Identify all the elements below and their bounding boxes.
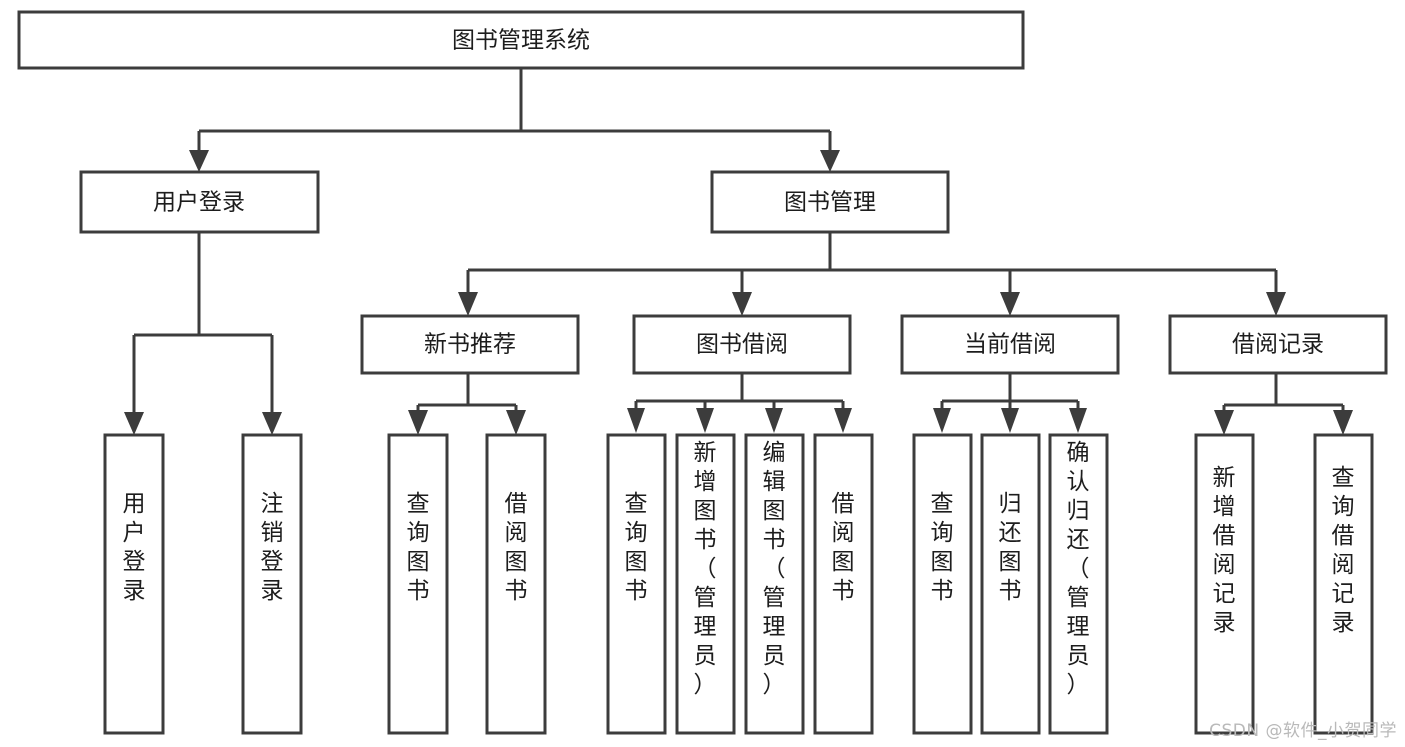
node-book-borrow-box[interactable] <box>632 314 852 375</box>
leaf-current-borrow-2-box[interactable] <box>980 433 1041 735</box>
arrow-borrow-l4 <box>834 408 852 433</box>
leaf-new-book-2-label: 借阅图书 <box>505 491 528 604</box>
leaf-borrow-record-2[interactable]: 查询借阅记录 <box>1313 433 1374 735</box>
leaf-new-book-1-box[interactable] <box>387 433 449 735</box>
node-borrow-record-box[interactable] <box>1168 314 1388 375</box>
leaf-user-login-2-box[interactable] <box>241 433 303 735</box>
arrow-book-mgmt-c1 <box>458 292 478 316</box>
arrow-record-l1 <box>1214 410 1234 435</box>
leaf-book-borrow-2[interactable]: 新增图书（管理员） <box>675 433 736 735</box>
leaf-new-book-2[interactable]: 借阅图书 <box>485 433 547 735</box>
arrow-current-l1 <box>933 408 951 433</box>
leaf-current-borrow-1-label: 查询图书 <box>931 491 954 604</box>
arrow-new-book-l2 <box>506 410 526 435</box>
leaf-book-borrow-3-label: 编辑图书（管理员） <box>763 440 786 698</box>
leaf-new-book-1-label: 查询图书 <box>407 491 430 604</box>
node-borrow-record-label: 借阅记录 <box>1232 332 1324 358</box>
node-user-login[interactable]: 用户登录 <box>79 170 320 234</box>
node-current-borrow-box[interactable] <box>900 314 1120 375</box>
node-root-label: 图书管理系统 <box>452 28 590 54</box>
leaf-borrow-record-1-box[interactable] <box>1194 433 1255 735</box>
node-new-book-recommend-label: 新书推荐 <box>424 332 516 358</box>
arrow-book-mgmt-c4 <box>1266 292 1286 316</box>
leaf-book-borrow-1-box[interactable] <box>606 433 667 735</box>
leaf-current-borrow-1[interactable]: 查询图书 <box>912 433 973 735</box>
node-current-borrow[interactable]: 当前借阅 <box>900 314 1120 375</box>
leaf-book-borrow-3[interactable]: 编辑图书（管理员） <box>744 433 805 735</box>
leaf-current-borrow-3-label: 确认归还（管理员） <box>1067 440 1090 698</box>
leaf-new-book-2-box[interactable] <box>485 433 547 735</box>
node-book-borrow-label: 图书借阅 <box>696 332 788 358</box>
leaf-book-borrow-3-box[interactable] <box>744 433 805 735</box>
node-user-login-label: 用户登录 <box>153 190 245 216</box>
node-root[interactable]: 图书管理系统 <box>17 10 1025 70</box>
node-borrow-record[interactable]: 借阅记录 <box>1168 314 1388 375</box>
leaf-user-login-2[interactable]: 注销登录 <box>241 433 303 735</box>
arrow-root-to-book-mgmt <box>820 150 840 172</box>
leaf-current-borrow-3[interactable]: 确认归还（管理员） <box>1048 433 1109 735</box>
node-book-management[interactable]: 图书管理 <box>710 170 950 234</box>
arrow-borrow-l2 <box>696 408 714 433</box>
arrow-root-to-user-login <box>189 150 209 172</box>
leaf-current-borrow-2[interactable]: 归还图书 <box>980 433 1041 735</box>
arrow-record-l2 <box>1333 410 1353 435</box>
leaf-new-book-1[interactable]: 查询图书 <box>387 433 449 735</box>
connector-layer <box>124 68 1353 435</box>
node-user-login-box[interactable] <box>79 170 320 234</box>
arrow-book-mgmt-c3 <box>1000 292 1020 316</box>
node-book-management-label: 图书管理 <box>784 190 876 216</box>
node-new-book-recommend-box[interactable] <box>360 314 580 375</box>
node-root-box[interactable] <box>17 10 1025 70</box>
arrow-new-book-l1 <box>408 410 428 435</box>
leaf-book-borrow-2-box[interactable] <box>675 433 736 735</box>
csdn-watermark: CSDN @软件_小贺同学 <box>1209 721 1397 741</box>
leaf-borrow-record-1[interactable]: 新增借阅记录 <box>1194 433 1255 735</box>
leaf-book-borrow-2-label: 新增图书（管理员） <box>694 440 717 698</box>
leaf-current-borrow-3-box[interactable] <box>1048 433 1109 735</box>
node-current-borrow-label: 当前借阅 <box>964 332 1056 358</box>
leaf-user-login-1[interactable]: 用户登录 <box>103 433 165 735</box>
leaf-book-borrow-4-box[interactable] <box>813 433 874 735</box>
leaf-user-login-1-box[interactable] <box>103 433 165 735</box>
arrow-borrow-l3 <box>765 408 783 433</box>
leaf-current-borrow-2-label: 归还图书 <box>999 491 1022 604</box>
leaf-borrow-record-2-label: 查询借阅记录 <box>1332 465 1355 636</box>
leaf-borrow-record-2-box[interactable] <box>1313 433 1374 735</box>
node-book-management-box[interactable] <box>710 170 950 234</box>
leaf-borrow-record-1-label: 新增借阅记录 <box>1213 465 1236 636</box>
leaf-user-login-2-label: 注销登录 <box>261 491 284 604</box>
node-new-book-recommend[interactable]: 新书推荐 <box>360 314 580 375</box>
arrow-current-l2 <box>1001 408 1019 433</box>
leaf-current-borrow-1-box[interactable] <box>912 433 973 735</box>
arrow-user-login-l1 <box>124 412 144 435</box>
arrow-book-mgmt-c2 <box>732 292 752 316</box>
leaf-user-login-1-label: 用户登录 <box>123 491 146 604</box>
leaf-book-borrow-1-label: 查询图书 <box>625 491 648 604</box>
leaf-book-borrow-4-label: 借阅图书 <box>832 491 855 604</box>
leaf-book-borrow-4[interactable]: 借阅图书 <box>813 433 874 735</box>
arrow-current-l3 <box>1069 408 1087 433</box>
arrow-user-login-l2 <box>262 412 282 435</box>
node-book-borrow[interactable]: 图书借阅 <box>632 314 852 375</box>
arrow-borrow-l1 <box>627 408 645 433</box>
leaf-book-borrow-1[interactable]: 查询图书 <box>606 433 667 735</box>
